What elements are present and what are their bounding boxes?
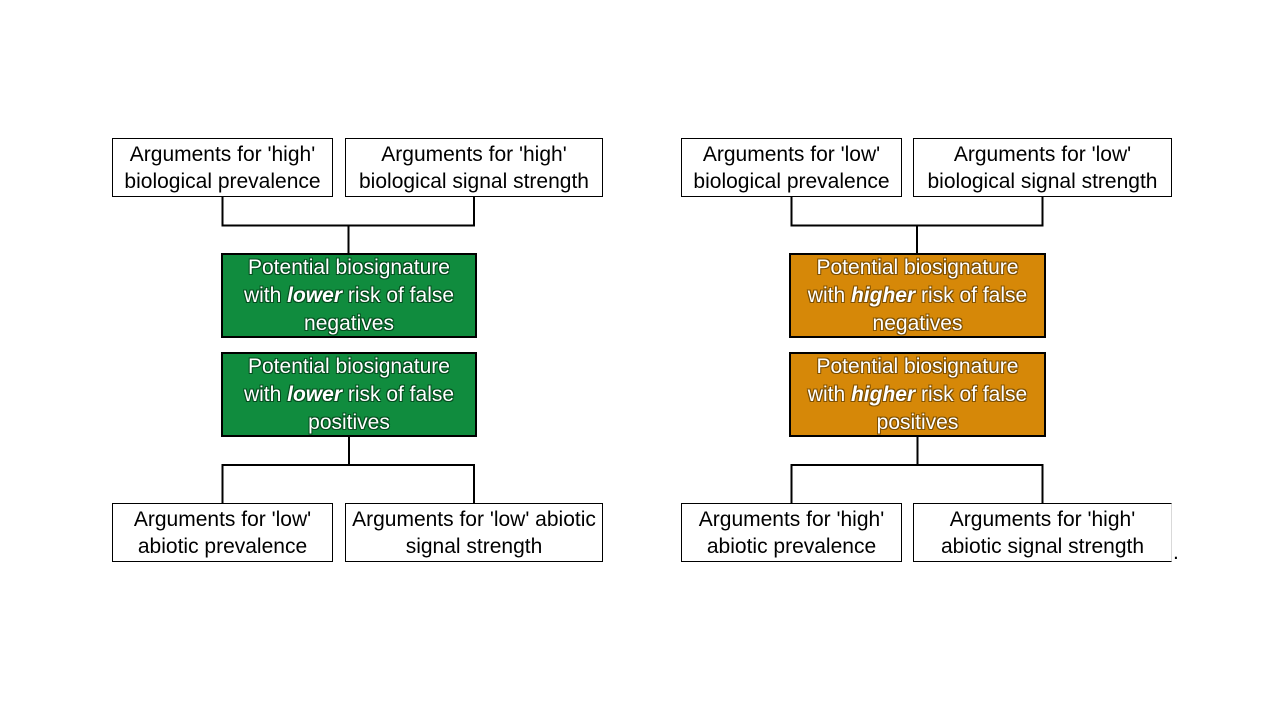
node-text: Potential biosignature with lower risk o… — [229, 353, 469, 437]
node-args-low-bio-prevalence: Arguments for 'low' biological prevalenc… — [681, 138, 902, 197]
text-post: risk of false positives — [308, 382, 455, 434]
node-args-high-abiotic-signal: Arguments for 'high' abiotic signal stre… — [913, 503, 1172, 562]
node-text: Potential biosignature with higher risk … — [797, 353, 1038, 437]
connector-left-top — [221, 197, 475, 254]
node-args-high-bio-signal: Arguments for 'high' biological signal s… — [345, 138, 603, 197]
text-pre: Potential biosignature with — [807, 255, 1019, 307]
text-pre: Potential biosignature with — [807, 354, 1019, 406]
text-post: risk of false positives — [876, 382, 1028, 434]
node-args-low-abiotic-signal: Arguments for 'low' abiotic signal stren… — [345, 503, 603, 562]
node-lower-false-negatives: Potential biosignature with lower risk o… — [221, 253, 477, 338]
connector-right-bottom — [790, 436, 1044, 503]
node-higher-false-positives: Potential biosignature with higher risk … — [789, 352, 1046, 437]
text-emphasis: higher — [850, 283, 916, 307]
connector-right-top — [790, 197, 1044, 254]
text-emphasis: lower — [287, 283, 342, 307]
node-args-high-abiotic-prevalence: Arguments for 'high' abiotic prevalence — [681, 503, 902, 562]
node-args-low-bio-signal: Arguments for 'low' biological signal st… — [913, 138, 1172, 197]
connector-left-bottom — [221, 436, 475, 503]
node-text: Potential biosignature with higher risk … — [797, 254, 1038, 338]
text-pre: Potential biosignature with — [243, 255, 450, 307]
trailing-period: . — [1173, 541, 1179, 564]
node-lower-false-positives: Potential biosignature with lower risk o… — [221, 352, 477, 437]
text-emphasis: lower — [287, 382, 342, 406]
node-args-low-abiotic-prevalence: Arguments for 'low' abiotic prevalence — [112, 503, 333, 562]
text-post: risk of false negatives — [872, 283, 1028, 335]
text-emphasis: higher — [850, 382, 916, 406]
node-args-high-bio-prevalence: Arguments for 'high' biological prevalen… — [112, 138, 333, 197]
text-pre: Potential biosignature with — [243, 354, 450, 406]
node-text: Potential biosignature with lower risk o… — [229, 254, 469, 338]
node-higher-false-negatives: Potential biosignature with higher risk … — [789, 253, 1046, 338]
text-post: risk of false negatives — [304, 283, 455, 335]
